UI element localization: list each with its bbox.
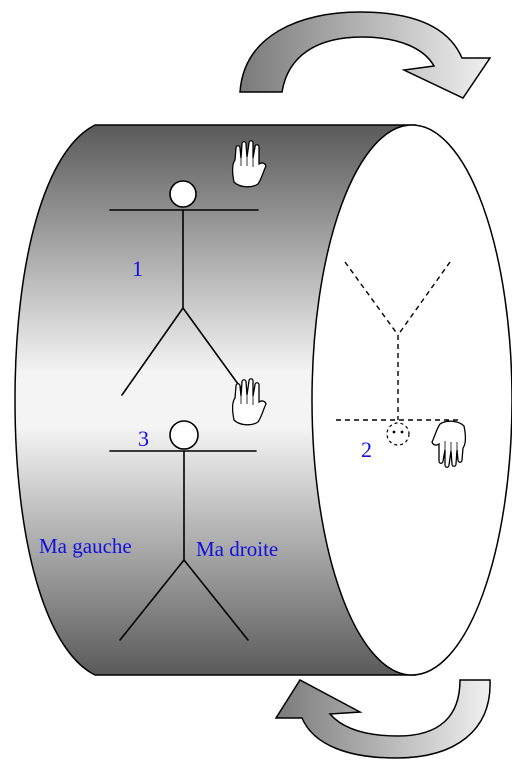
stick-figure-1 — [109, 180, 259, 396]
label-figure-1: 1 — [132, 256, 143, 281]
rotation-arrow-top — [239, 11, 492, 99]
label-right: Ma droite — [196, 537, 278, 561]
cylinder-body — [14, 124, 416, 676]
label-figure-3: 3 — [138, 426, 149, 451]
label-left: Ma gauche — [39, 534, 132, 558]
label-figure-2: 2 — [361, 437, 372, 462]
cylinder-end-face — [311, 124, 512, 676]
stick-figure-2-reflection — [336, 261, 458, 446]
rotation-arrow-bottom — [274, 679, 491, 759]
stick-figure-3 — [109, 420, 257, 641]
